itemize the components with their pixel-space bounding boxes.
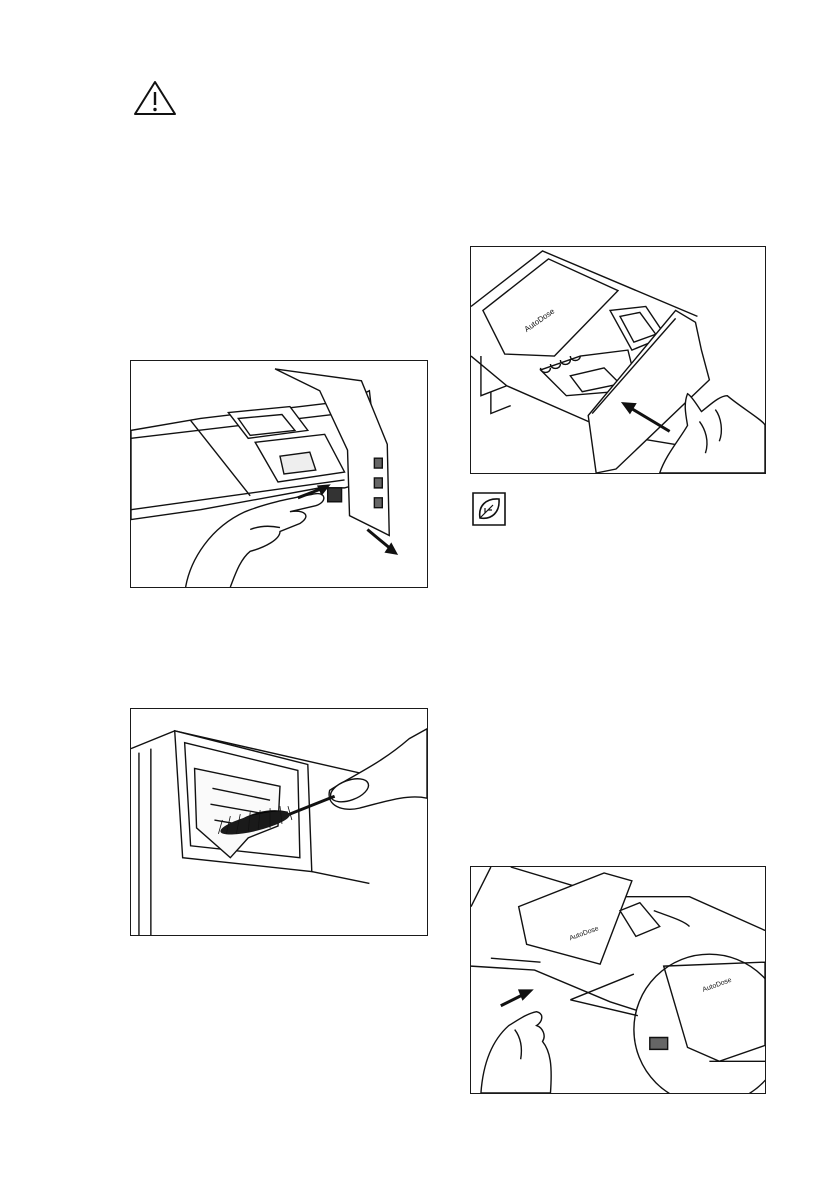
- figure-drawer-removal: [130, 360, 428, 588]
- figure-brush-cleaning: [130, 708, 428, 936]
- figure-drawer-insert: AutoDose: [470, 246, 766, 474]
- warning-triangle-icon: [133, 80, 177, 116]
- leaf-icon: [472, 492, 506, 526]
- figure-drawer-fitting: AutoDose AutoDose: [470, 866, 766, 1094]
